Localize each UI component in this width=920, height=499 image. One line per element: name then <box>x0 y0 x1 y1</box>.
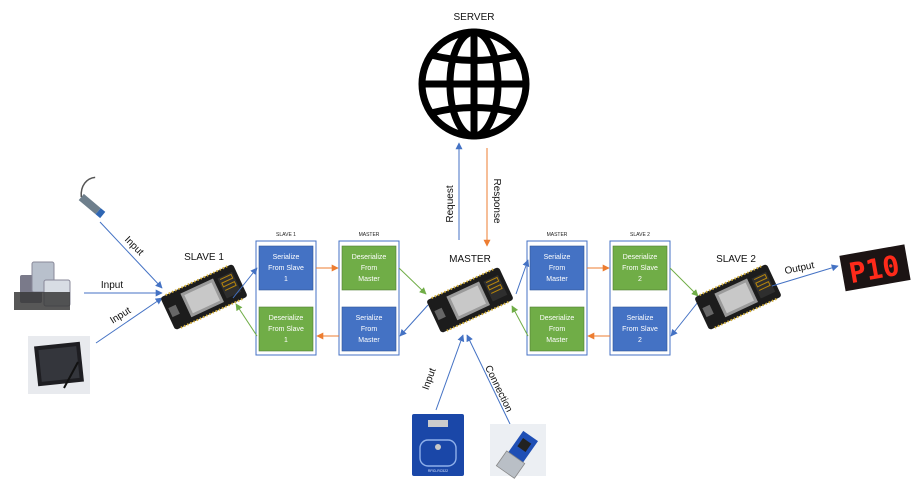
box-line: From Slave <box>268 326 304 333</box>
right-panel-to-master-arrow <box>511 305 529 337</box>
box-line: Master <box>358 276 380 283</box>
slave2-label: SLAVE 2 <box>716 254 756 265</box>
connection-arrow <box>466 334 511 425</box>
panel-to-slave2-board-arrow <box>669 267 699 297</box>
proximity-sensor-icon <box>78 176 106 219</box>
server-label: SERVER <box>454 12 495 23</box>
box-line: 2 <box>638 276 642 283</box>
slave1-label: SLAVE 1 <box>184 252 224 263</box>
panel-title: MASTER <box>359 232 380 238</box>
box-line: 1 <box>284 276 288 283</box>
panel-to-master-arrow <box>398 267 427 295</box>
box-line: Serialize <box>356 315 383 322</box>
panel-to-slave1-board-arrow <box>235 303 258 337</box>
serialize-master-box <box>341 306 397 352</box>
input-rfid-arrow <box>435 334 465 411</box>
box-line: Master <box>546 276 568 283</box>
master-esp32-board <box>425 265 515 335</box>
slave2-board-to-panel-arrow <box>670 301 699 337</box>
input-lcd-arrow <box>95 297 163 344</box>
serialize-master-box <box>529 245 585 291</box>
box-line: From <box>361 265 378 272</box>
box-line: Serialize <box>627 315 654 322</box>
box-line: Deserialize <box>623 254 658 261</box>
response-label: Response <box>491 178 502 223</box>
box-line: Serialize <box>273 254 300 261</box>
slave1-esp32-board <box>159 262 249 332</box>
box-line: Master <box>358 337 380 344</box>
deserialize-master-box <box>529 306 585 352</box>
box-line: From Slave <box>622 265 658 272</box>
input-lcd-label: Input <box>108 305 133 326</box>
serialize-slave1-box <box>258 245 314 291</box>
slave2-esp32-board <box>693 262 783 332</box>
rfid-reader-icon: RFID-RC522 <box>412 414 464 476</box>
master-to-panel-arrow <box>399 304 429 337</box>
slave1-board-to-panel-arrow <box>232 267 258 299</box>
panel-title: SLAVE 1 <box>276 232 296 238</box>
ethernet-module-icon <box>490 424 546 479</box>
input-sensor-arrow <box>99 221 163 289</box>
box-line: Master <box>546 337 568 344</box>
box-line: From <box>361 326 378 333</box>
box-line: From Slave <box>268 265 304 272</box>
request-label: Request <box>445 185 456 222</box>
deserialize-master-box <box>341 245 397 291</box>
box-line: From Slave <box>622 326 658 333</box>
master-label: MASTER <box>449 254 491 265</box>
box-line: 2 <box>638 337 642 344</box>
serialize-slave2-box <box>612 306 668 352</box>
connection-label: Connection <box>482 364 514 414</box>
box-line: Serialize <box>544 254 571 261</box>
box-line: From <box>549 326 566 333</box>
input-relay-label: Input <box>101 280 123 291</box>
master-to-right-panel-arrow <box>515 259 530 295</box>
box-line: Deserialize <box>269 315 304 322</box>
panel-title: SLAVE 2 <box>630 232 650 238</box>
box-line: From <box>549 265 566 272</box>
box-line: 1 <box>284 337 288 344</box>
globe-icon <box>418 28 530 140</box>
relay-module-icon <box>14 261 71 310</box>
input-sensor-label: Input <box>122 234 146 258</box>
panel-title: MASTER <box>547 232 568 238</box>
rfid-label: RFID-RC522 <box>428 469 448 473</box>
deserialize-slave1-box <box>258 306 314 352</box>
deserialize-slave2-box <box>612 245 668 291</box>
p10-led-display: P10 <box>839 244 911 292</box>
lcd-touchscreen-icon <box>28 336 90 394</box>
box-line: Deserialize <box>352 254 387 261</box>
box-line: Deserialize <box>540 315 575 322</box>
input-rfid-label: Input <box>421 367 439 392</box>
output-arrow <box>771 264 839 287</box>
